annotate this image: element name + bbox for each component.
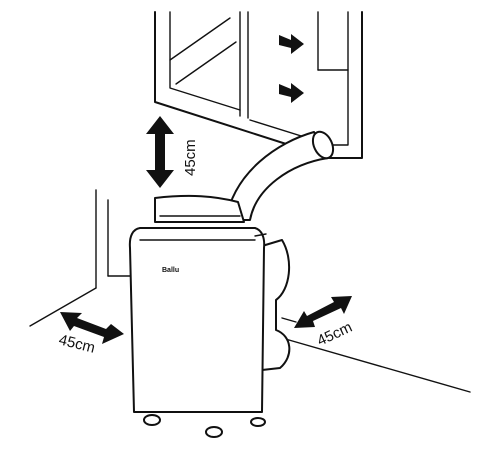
double-arrow-diagonal-icon bbox=[294, 296, 352, 328]
airflow-arrow-icon bbox=[279, 34, 304, 54]
brand-logo: Ballu bbox=[162, 267, 179, 274]
clearance-label-right: 45cm bbox=[315, 319, 355, 350]
window bbox=[154, 11, 363, 159]
exhaust-hose bbox=[225, 130, 335, 221]
room-corner bbox=[29, 189, 471, 393]
clearance-label-top: 45cm bbox=[182, 139, 199, 176]
clearance-arrow-right: 45cm bbox=[294, 296, 355, 350]
double-arrow-diagonal-icon bbox=[60, 312, 124, 344]
airflow-arrows bbox=[279, 34, 304, 103]
clearance-label-left: 45cm bbox=[57, 331, 97, 356]
clearance-arrow-top: 45cm bbox=[146, 116, 199, 188]
double-arrow-vertical-icon bbox=[146, 116, 174, 188]
airflow-arrow-icon bbox=[279, 83, 304, 103]
air-conditioner-unit: Ballu bbox=[128, 194, 291, 438]
clearance-arrow-left: 45cm bbox=[57, 312, 124, 357]
